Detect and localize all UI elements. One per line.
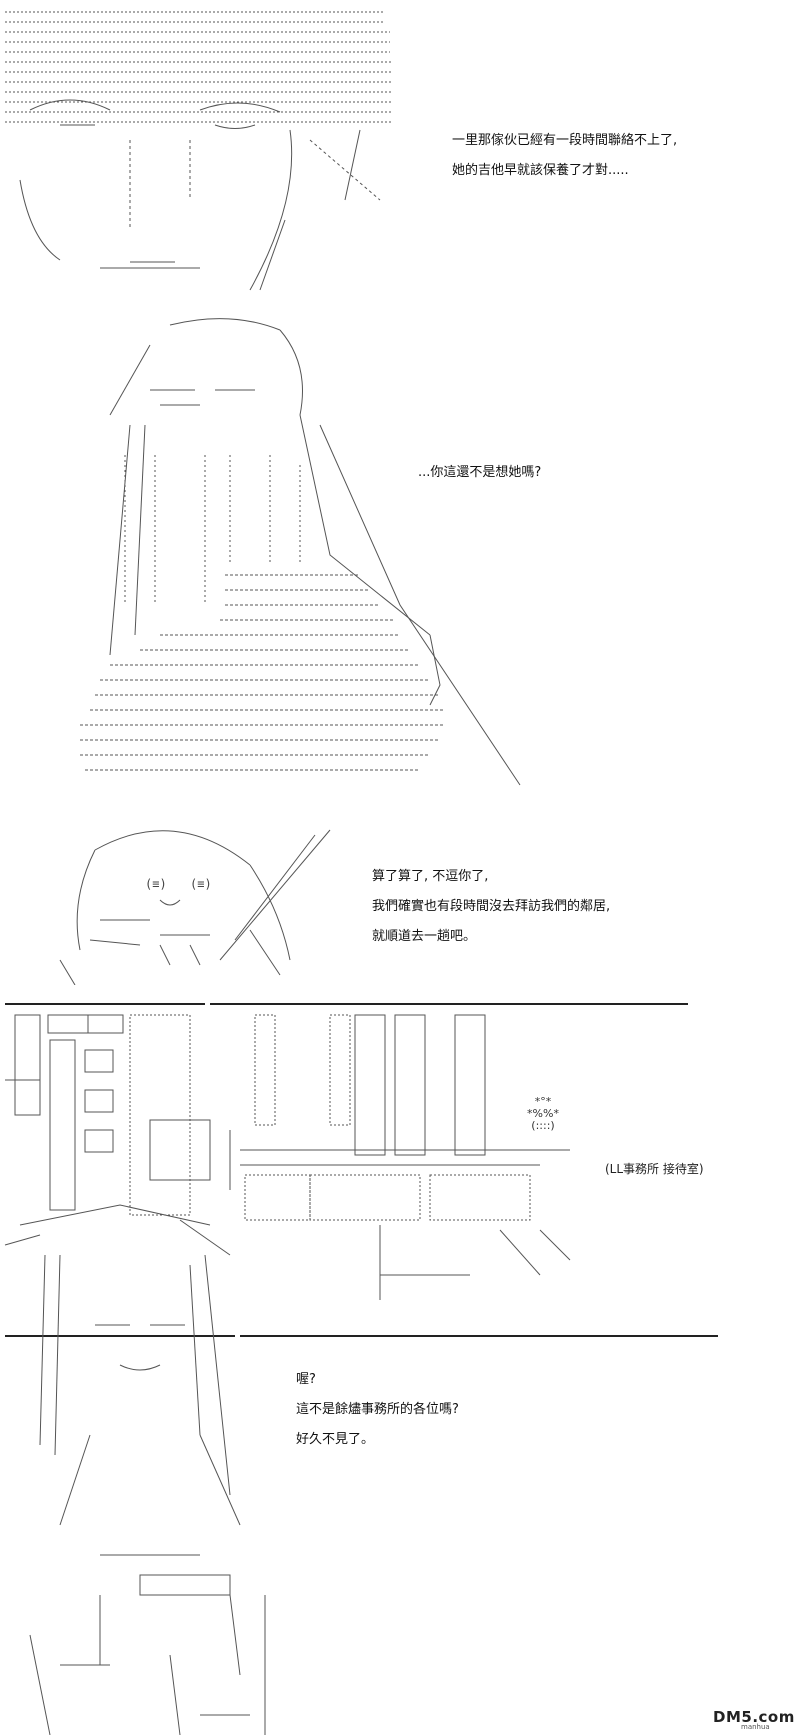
dialogue-panel-5: 喔? 這不是餘燼事務所的各位嗎? 好久不見了。 — [296, 1365, 459, 1455]
dialogue-line: 她的吉他早就該保養了才對..... — [452, 163, 629, 178]
pot-plant-sign: *°* *%%* (::::) — [518, 1096, 568, 1132]
dialogue-line: 就順道去一趟吧。 — [372, 929, 477, 944]
panel-separator — [240, 1335, 718, 1337]
dialogue-panel-1: 一里那傢伙已經有一段時間聯絡不上了, 她的吉他早就該保養了才對..... — [452, 126, 677, 186]
dialogue-panel-3: 算了算了, 不逗你了, 我們確實也有段時間沒去拜訪我們的鄰居, 就順道去一趟吧。 — [372, 862, 610, 952]
location-caption: (LL事務所 接待室) — [605, 1162, 704, 1176]
watermark-sub-text: manhua — [741, 1723, 770, 1731]
svg-text:(≡): (≡) — [145, 877, 167, 891]
ascii-art-character-3: (≡) (≡) — [0, 810, 340, 985]
dialogue-panel-2: ...你這還不是想她嗎? — [418, 458, 541, 488]
sign-line: *°* — [534, 1095, 552, 1108]
ascii-art-figure-2 — [0, 305, 540, 795]
dialogue-line: ...你這還不是想她嗎? — [418, 465, 542, 480]
dialogue-line: 一里那傢伙已經有一段時間聯絡不上了, — [452, 133, 678, 148]
dialogue-line: 這不是餘燼事務所的各位嗎? — [296, 1402, 459, 1417]
ascii-art-face-1 — [0, 0, 410, 300]
sign-line: (::::) — [531, 1119, 555, 1132]
svg-text:(≡): (≡) — [190, 877, 212, 891]
watermark-logo-text: DM5.com — [713, 1708, 795, 1726]
ascii-art-reception-room — [0, 1010, 720, 1330]
dm5-watermark-logo: DM5.com manhua — [713, 1708, 795, 1732]
dialogue-line: 喔? — [296, 1372, 316, 1387]
panel-separator — [210, 1003, 688, 1005]
sign-line: *%%* — [527, 1107, 559, 1120]
panel-separator — [5, 1003, 205, 1005]
ascii-art-character-5 — [0, 1195, 280, 1735]
dialogue-line: 算了算了, 不逗你了, — [372, 869, 489, 884]
dialogue-line: 好久不見了。 — [296, 1432, 375, 1447]
panel-separator — [5, 1335, 235, 1337]
dialogue-line: 我們確實也有段時間沒去拜訪我們的鄰居, — [372, 899, 611, 914]
